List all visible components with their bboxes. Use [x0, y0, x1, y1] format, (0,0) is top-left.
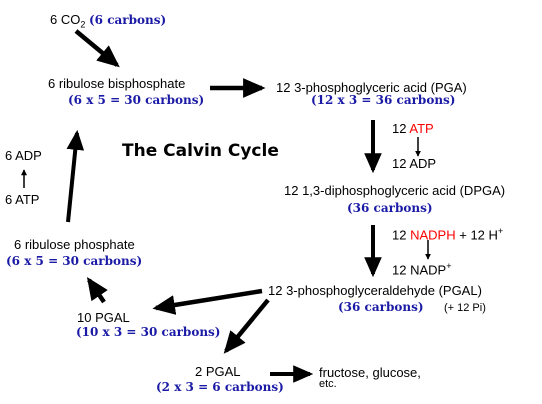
pgal10-label: 10 PGAL	[77, 310, 130, 325]
rup-label: 6 ribulose phosphate	[14, 237, 135, 252]
atp-label: ATP	[409, 121, 434, 136]
nadp-label: 12 NADP	[392, 262, 447, 278]
arrow-rup-to-rubp	[66, 129, 85, 223]
pgal2-label: 2 PGAL	[195, 364, 241, 379]
pgal-carbons: (36 carbons)	[338, 300, 424, 314]
hydrogen-superscript: +	[497, 226, 504, 236]
dpga-carbons: (36 carbons)	[347, 201, 433, 215]
nadph-label: NADPH	[410, 227, 456, 243]
diagram-title: The Calvin Cycle	[122, 141, 279, 161]
pgal2-carbons: (2 x 3 = 6 carbons)	[156, 380, 284, 394]
rubp-label: 6 ribulose bisphosphate	[48, 76, 186, 91]
pgal-phosphate: (+ 12 Pi)	[444, 302, 486, 314]
left-atp-input: 6 ATP	[5, 192, 40, 207]
pga-carbons: (12 x 3 = 36 carbons)	[311, 93, 456, 107]
arrow-pgal-to-10pgal	[152, 288, 263, 315]
co2-label: 6 CO	[50, 12, 81, 27]
products-line2: etc.	[319, 378, 337, 390]
left-adp-output: 6 ADP	[5, 148, 42, 163]
rup-carbons: (6 x 5 = 30 carbons)	[6, 254, 143, 268]
nadph-count: 12	[392, 227, 407, 243]
pgal-label: 12 3-phosphoglyceraldehyde (PGAL)	[268, 283, 482, 298]
co2-input: 6 CO2 (6 carbons)	[50, 12, 166, 33]
pgal10-carbons: (10 x 3 = 30 carbons)	[76, 325, 221, 339]
co2-carbons: (6 carbons)	[88, 13, 167, 27]
atp-count: 12	[392, 121, 407, 136]
arrow-co2-to-rubp	[74, 29, 120, 68]
co2-subscript: 2	[80, 19, 86, 30]
atp-input: 12 ATP	[392, 121, 434, 136]
products-line1: fructose, glucose,	[319, 365, 421, 380]
arrow-10pgal-to-rup	[86, 277, 108, 304]
nadp-output: 12 NADP+	[392, 259, 451, 277]
hydrogen-label: + 12 H	[459, 227, 498, 243]
arrow-pgal-to-2pgal	[223, 298, 270, 354]
nadp-superscript: +	[446, 261, 452, 271]
rubp-carbons: (6 x 5 = 30 carbons)	[68, 93, 205, 107]
pga-label: 12 3-phosphoglyceric acid (PGA)	[276, 80, 467, 95]
adp-output: 12 ADP	[392, 156, 437, 171]
nadph-input: 12 NADPH + 12 H+	[392, 224, 503, 242]
dpga-label: 12 1,3-diphosphoglyceric acid (DPGA)	[284, 183, 506, 198]
